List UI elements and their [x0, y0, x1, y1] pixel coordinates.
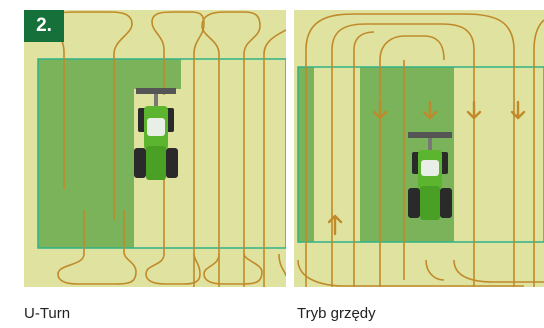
- bed-mode-diagram: [294, 10, 544, 287]
- field-boundary: [37, 58, 286, 249]
- worked-area: [38, 59, 181, 248]
- direction-arrow-icon: [327, 100, 526, 236]
- step-badge: 2.: [36, 15, 52, 36]
- caption-bed-mode: Tryb grzędy: [297, 305, 376, 322]
- field-boundary: [297, 66, 544, 243]
- u-turn-diagram: 2.: [24, 10, 286, 287]
- tractor-icon: [408, 132, 452, 220]
- tractor-icon: [134, 88, 178, 180]
- bed-mode-paths: [297, 13, 544, 287]
- caption-u-turn: U-Turn: [24, 305, 71, 322]
- step-badge-bg: [24, 10, 64, 42]
